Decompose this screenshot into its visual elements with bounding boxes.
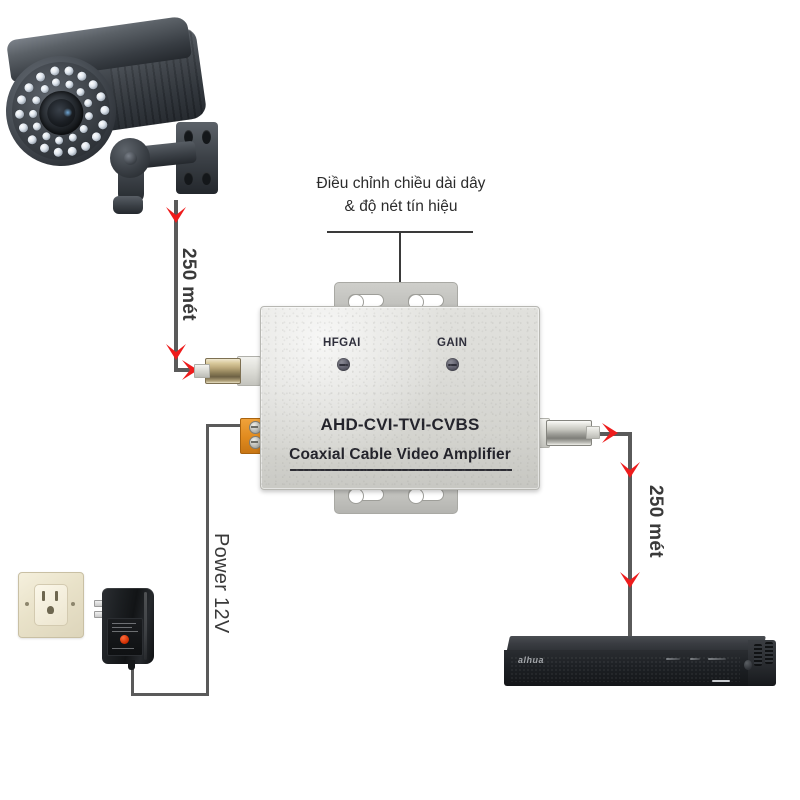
dvr-status-led-2 bbox=[690, 658, 700, 660]
amplifier-bottom-slot-right bbox=[408, 488, 444, 504]
potentiometer-hfgai[interactable] bbox=[337, 358, 350, 371]
power-adapter-12v bbox=[88, 580, 168, 680]
adapter-label-line bbox=[112, 631, 138, 632]
adapter-label-line bbox=[112, 627, 132, 628]
adapter-spec-label bbox=[107, 618, 143, 656]
bnc-output-tip bbox=[586, 426, 600, 439]
wall-power-outlet bbox=[18, 572, 84, 638]
dahua-dvr-recorder: alhua bbox=[500, 620, 780, 700]
dvr-brand-logo: alhua bbox=[518, 655, 545, 665]
camera-mount-foot bbox=[113, 196, 143, 214]
dvr-power-button[interactable] bbox=[744, 660, 752, 670]
camera-mount-hole-top-left bbox=[184, 130, 193, 144]
camera-swivel-screw bbox=[124, 152, 137, 165]
bnc-input-barrel bbox=[205, 358, 241, 384]
arrow-right-from-amplifier-output bbox=[602, 423, 618, 443]
outlet-receptacle-face bbox=[34, 584, 68, 626]
amplifier-top-slot-right bbox=[408, 294, 444, 310]
arrow-down-into-dvr bbox=[620, 572, 640, 588]
amplifier-product-text: Coaxial Cable Video Amplifier bbox=[289, 446, 511, 463]
adapter-warning-symbol bbox=[120, 635, 129, 644]
camera-mount-hole-bottom-right bbox=[202, 172, 211, 185]
pot-label-gain: GAIN bbox=[437, 337, 468, 349]
adjust-note-line1: Điều chỉnh chiều dài dây bbox=[316, 175, 486, 192]
dvr-status-led-3 bbox=[708, 658, 726, 660]
outlet-screw-left bbox=[25, 602, 29, 606]
arrow-down-to-amplifier-input bbox=[166, 344, 186, 360]
cable-power-top-horizontal bbox=[206, 424, 258, 427]
arrow-right-into-amplifier-input bbox=[182, 360, 198, 380]
coaxial-cable-video-amplifier: HFGAI GAIN AHD-CVI-TVI-CVBS Coaxial Cabl… bbox=[194, 282, 610, 522]
outlet-slot-left bbox=[42, 591, 45, 601]
adapter-label-line bbox=[112, 648, 134, 649]
adjust-note-line2: & độ nét tín hiệu bbox=[344, 198, 458, 215]
adapter-dc-lead-exit bbox=[128, 660, 135, 670]
amplifier-body: HFGAI GAIN AHD-CVI-TVI-CVBS Coaxial Cabl… bbox=[260, 306, 540, 490]
bullet-cctv-camera bbox=[0, 14, 230, 224]
arrow-down-toward-dvr-upper bbox=[620, 462, 640, 478]
outlet-ground-hole bbox=[47, 606, 54, 614]
camera-mount-hole-bottom-left bbox=[184, 172, 193, 185]
dvr-side-vent-right bbox=[765, 642, 773, 664]
power-supply-label: Power 12V bbox=[210, 533, 232, 634]
distance-label-amp-to-dvr: 250 mét bbox=[645, 485, 666, 558]
potentiometer-gain[interactable] bbox=[446, 358, 459, 371]
distance-label-camera-to-amp: 250 mét bbox=[178, 248, 199, 321]
dvr-side-vent-left bbox=[754, 644, 762, 666]
cable-power-bottom-horizontal bbox=[131, 693, 209, 696]
cable-camera-to-amplifier-vertical bbox=[174, 200, 178, 372]
cable-adapter-lead bbox=[131, 668, 134, 696]
dvr-front-panel bbox=[504, 650, 752, 686]
terminal-screw-negative bbox=[249, 436, 262, 449]
dvr-front-ventilation-mesh bbox=[510, 656, 740, 682]
cable-power-vertical bbox=[206, 424, 209, 696]
amplifier-model-text: AHD-CVI-TVI-CVBS bbox=[320, 415, 480, 434]
dvr-status-led-1 bbox=[666, 658, 680, 660]
dvr-front-indicator bbox=[712, 680, 730, 682]
cable-amplifier-to-dvr-vertical bbox=[628, 432, 632, 636]
bnc-output-barrel bbox=[546, 420, 592, 446]
outlet-screw-right bbox=[71, 602, 75, 606]
camera-mount-hole-top-right bbox=[202, 130, 211, 144]
dvr-cable-stub bbox=[628, 612, 631, 638]
bnc-input-tip bbox=[194, 364, 210, 378]
amplifier-text-underline bbox=[290, 469, 512, 471]
pot-label-hfgai: HFGAI bbox=[323, 337, 361, 349]
arrow-down-from-camera bbox=[166, 207, 186, 223]
adapter-label-line bbox=[112, 623, 136, 624]
outlet-slot-right bbox=[55, 591, 58, 601]
adapter-housing-ridge bbox=[144, 592, 147, 660]
